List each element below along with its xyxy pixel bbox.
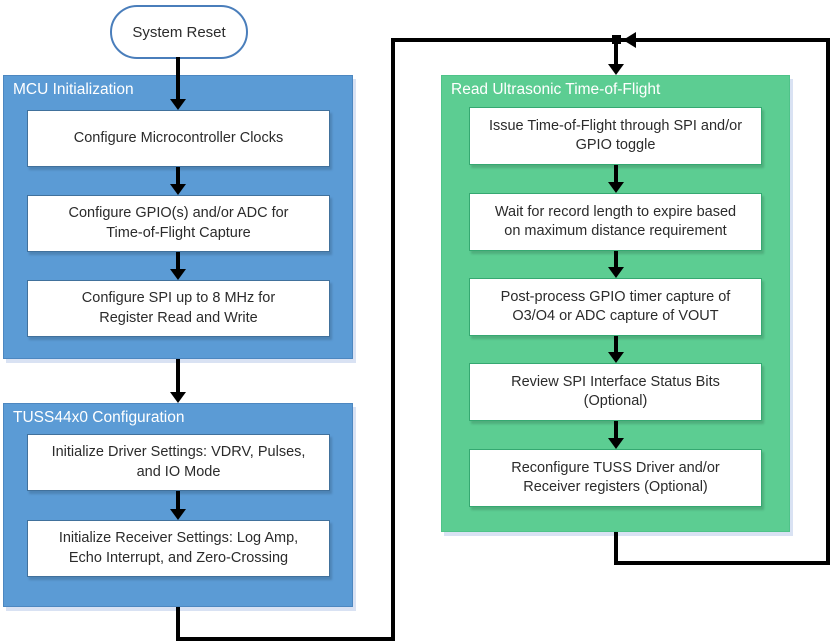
start-terminator: System Reset [110, 5, 248, 59]
arrowhead-driver-to-receiver [170, 509, 186, 520]
arrow-line-mcu-to-tuss [176, 359, 180, 393]
arrowhead-gpio-to-spi [170, 269, 186, 280]
step-configure-gpio-adc: Configure GPIO(s) and/or ADC for Time-of… [27, 195, 330, 252]
flow-line-bottom-left-horizontal [176, 637, 395, 641]
group-title-tuss44x0-configuration: TUSS44x0 Configuration [13, 409, 184, 427]
step-text: Reconfigure TUSS Driver and/or Receiver … [511, 459, 719, 497]
step-text: Review SPI Interface Status Bits (Option… [511, 373, 720, 411]
step-text: Post-process GPIO timer capture of O3/O4… [501, 288, 731, 326]
step-reconfigure-tuss-registers: Reconfigure TUSS Driver and/or Receiver … [469, 449, 762, 507]
step-text: Issue Time-of-Flight through SPI and/or … [489, 117, 742, 155]
arrowhead-review-to-reconfigure [608, 438, 624, 449]
arrowhead-reset-to-clocks [170, 99, 186, 110]
arrowhead-loop-return [623, 32, 636, 48]
group-title-mcu-initialization: MCU Initialization [13, 81, 134, 99]
step-text: Configure SPI up to 8 MHz for Register R… [82, 289, 275, 327]
flow-line-right-riser [826, 38, 830, 565]
arrow-line-issue-to-wait [614, 165, 618, 183]
step-text: Wait for record length to expire based o… [495, 203, 736, 241]
arrowhead-issue-to-wait [608, 182, 624, 193]
step-text: Initialize Receiver Settings: Log Amp, E… [59, 529, 298, 567]
arrowhead-clocks-to-gpio [170, 184, 186, 195]
arrow-line-into-green-group [614, 42, 618, 65]
arrow-line-reset-to-clocks [176, 57, 180, 100]
step-configure-spi: Configure SPI up to 8 MHz for Register R… [27, 280, 330, 337]
step-text: Initialize Driver Settings: VDRV, Pulses… [52, 443, 306, 481]
flow-line-bottom-right-horizontal [614, 561, 830, 565]
flow-line-tuss-exit-down [176, 607, 180, 641]
arrow-line-wait-to-postprocess [614, 251, 618, 268]
step-issue-time-of-flight: Issue Time-of-Flight through SPI and/or … [469, 107, 762, 165]
start-label: System Reset [132, 24, 225, 41]
step-review-spi-status: Review SPI Interface Status Bits (Option… [469, 363, 762, 421]
arrow-line-driver-to-receiver [176, 491, 180, 510]
arrowhead-postprocess-to-review [608, 352, 624, 363]
arrow-line-gpio-to-spi [176, 252, 180, 270]
step-initialize-receiver-settings: Initialize Receiver Settings: Log Amp, E… [27, 520, 330, 577]
flow-line-top-horizontal [391, 38, 830, 42]
arrow-line-postprocess-to-review [614, 336, 618, 353]
step-post-process-capture: Post-process GPIO timer capture of O3/O4… [469, 278, 762, 336]
step-text: Configure GPIO(s) and/or ADC for Time-of… [69, 204, 289, 242]
step-wait-record-length: Wait for record length to expire based o… [469, 193, 762, 251]
step-configure-microcontroller-clocks: Configure Microcontroller Clocks [27, 110, 330, 167]
step-text: Configure Microcontroller Clocks [74, 129, 284, 148]
arrowhead-wait-to-postprocess [608, 267, 624, 278]
flow-line-left-riser [391, 38, 395, 641]
group-title-read-ultrasonic-time-of-flight: Read Ultrasonic Time-of-Flight [451, 81, 660, 99]
step-initialize-driver-settings: Initialize Driver Settings: VDRV, Pulses… [27, 434, 330, 491]
arrowhead-mcu-to-tuss [170, 392, 186, 403]
arrowhead-into-green-group [608, 64, 624, 75]
arrow-line-review-to-reconfigure [614, 421, 618, 439]
arrow-line-clocks-to-gpio [176, 167, 180, 185]
